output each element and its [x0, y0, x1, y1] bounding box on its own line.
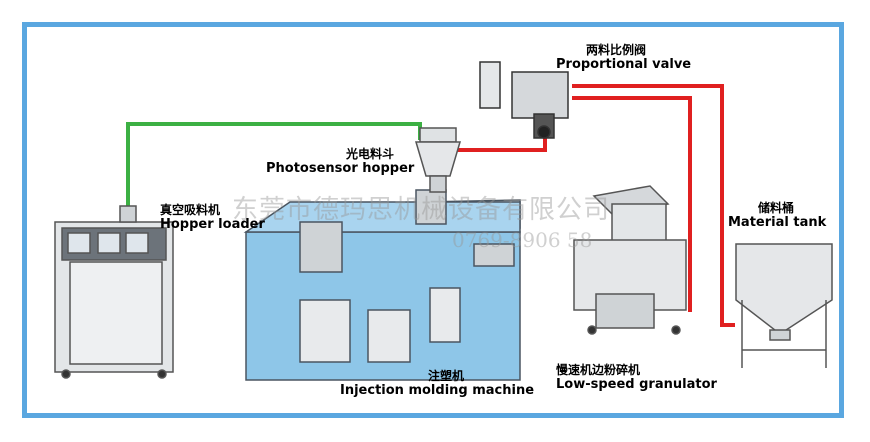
label-material-tank: 储料桶 Material tank — [728, 201, 827, 231]
label-en: Proportional valve — [556, 56, 692, 72]
watermark-phone: 0769-8906 58 — [452, 228, 593, 252]
material-tank — [735, 243, 833, 368]
label-zh: 注塑机 — [428, 369, 465, 383]
label-zh: 两料比例阀 — [586, 43, 647, 57]
label-granulator: 慢速机边粉碎机 Low-speed granulator — [556, 363, 717, 393]
label-photosensor-hopper: 光电料斗 Photosensor hopper — [266, 147, 415, 177]
label-proportional-valve: 两料比例阀 Proportional valve — [556, 43, 692, 73]
label-en: Photosensor hopper — [266, 160, 415, 176]
label-en: Low-speed granulator — [556, 376, 717, 392]
hopper-loader — [54, 205, 174, 379]
label-hopper-loader: 真空吸料机 Hopper loader — [160, 203, 265, 233]
granulator — [573, 185, 687, 335]
label-en: Injection molding machine — [340, 382, 535, 398]
injection-molding-machine — [243, 189, 521, 381]
proportional-valve — [479, 61, 569, 139]
label-en: Hopper loader — [160, 216, 265, 232]
watermark-company: 东莞市德玛思机械设备有限公司 — [232, 195, 611, 225]
label-zh: 储料桶 — [758, 201, 795, 215]
label-en: Material tank — [728, 214, 827, 230]
label-zh: 真空吸料机 — [160, 203, 221, 217]
label-zh: 光电料斗 — [346, 147, 395, 161]
label-zh: 慢速机边粉碎机 — [556, 363, 641, 377]
photosensor-hopper — [414, 127, 462, 193]
label-injection-molding-machine: 注塑机 Injection molding machine — [340, 369, 535, 399]
